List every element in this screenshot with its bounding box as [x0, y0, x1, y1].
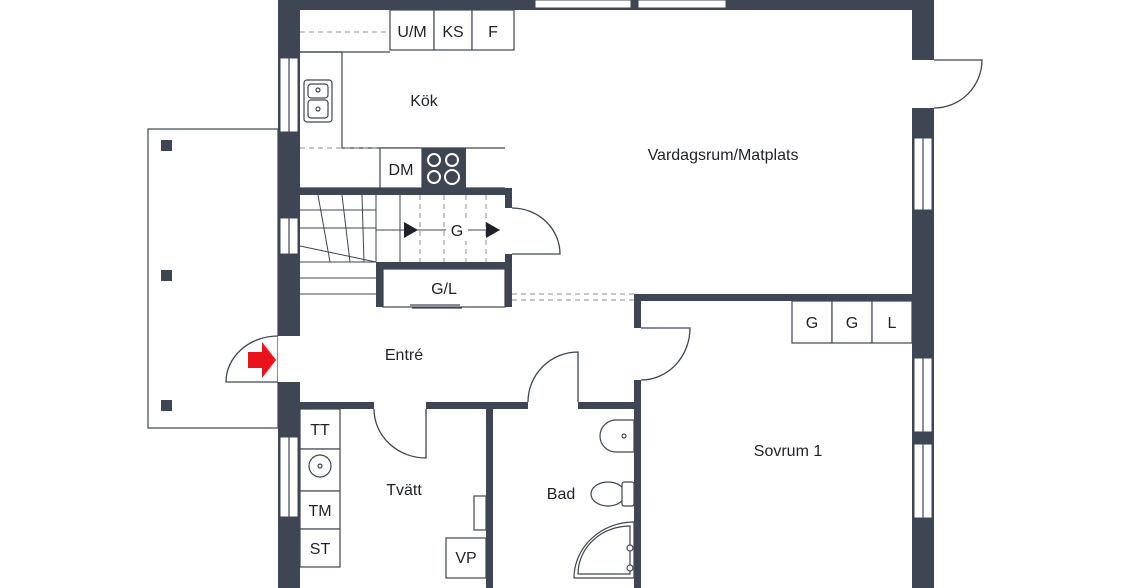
fixture-label-tt: TT	[310, 422, 330, 439]
fixture-label-vp: VP	[455, 550, 476, 567]
fridge-freezer-um	[389, 9, 435, 51]
entrance-opening	[278, 336, 300, 382]
wardrobe-g	[791, 300, 833, 344]
radiator	[473, 495, 487, 531]
post-marker	[161, 400, 172, 411]
kitchen-appliances: U/M KS F DM	[303, 9, 515, 189]
staircase: G	[299, 194, 500, 295]
bathroom-fixtures	[573, 419, 635, 579]
post-marker	[161, 140, 172, 151]
wardrobe-l	[871, 300, 913, 344]
stair-arrow-icon	[486, 222, 500, 238]
bedroom-wardrobes: G G L	[791, 300, 913, 344]
room-label-kok: Kök	[410, 93, 439, 110]
windows	[279, 0, 933, 519]
room-label-entre: Entré	[385, 347, 423, 364]
fixture-label-stair-g: G	[451, 223, 463, 240]
terrace-door	[933, 59, 983, 109]
fixture-label-f: F	[488, 24, 498, 41]
room-labels: Kök Vardagsrum/Matplats Entré Tvätt Bad …	[385, 93, 822, 503]
laundry-door	[373, 408, 427, 459]
room-label-vardagsrum: Vardagsrum/Matplats	[648, 147, 799, 164]
fixture-label-st: ST	[310, 541, 331, 558]
fixture-label-g1: G	[806, 315, 818, 332]
interior-walls	[300, 188, 912, 588]
stove-icon	[422, 148, 466, 188]
laundry-sink-icon	[299, 448, 341, 492]
closet-gl: G/L	[382, 268, 506, 309]
dryer-tt	[299, 408, 341, 450]
bath-door	[527, 351, 579, 403]
bedroom-door	[640, 327, 691, 381]
toilet-icon	[590, 481, 635, 507]
fixture-label-ks: KS	[442, 24, 463, 41]
freezer-f	[471, 9, 515, 51]
terrace-door-opening	[912, 60, 934, 108]
stair-door	[511, 207, 561, 255]
laundry-fixtures: TT TM ST VP	[299, 408, 487, 579]
entrance-arrow-icon	[248, 342, 276, 378]
stair-arrow-icon	[404, 222, 418, 238]
drying-cabinet-st	[299, 528, 341, 568]
fixture-label-gl: G/L	[431, 281, 457, 298]
room-label-tvatt: Tvätt	[386, 482, 422, 499]
fixture-label-l: L	[888, 315, 897, 332]
post-marker	[161, 270, 172, 281]
washbasin-icon	[599, 419, 635, 453]
fixture-label-tm: TM	[308, 503, 331, 520]
sink-icon	[303, 79, 333, 123]
shower-icon	[573, 521, 635, 579]
window	[637, 0, 727, 9]
wardrobe-g	[831, 300, 873, 344]
fixture-label-g2: G	[846, 315, 858, 332]
water-heater-vp	[445, 537, 487, 579]
terrace	[147, 128, 279, 429]
fixture-label-um: U/M	[397, 24, 426, 41]
window	[534, 0, 632, 9]
room-label-bad: Bad	[547, 486, 575, 503]
fixture-label-dm: DM	[389, 162, 414, 179]
front-door	[225, 335, 279, 383]
room-label-sovrum: Sovrum 1	[754, 443, 823, 460]
doors	[225, 59, 983, 459]
